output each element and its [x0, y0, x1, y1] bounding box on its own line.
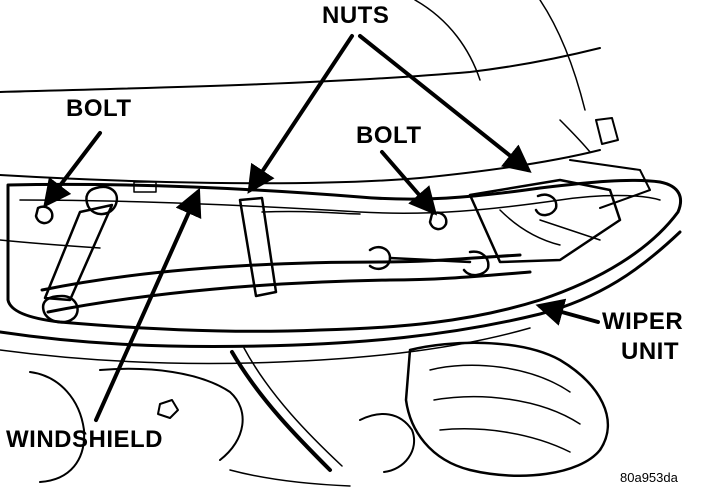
cowl-panel [0, 178, 683, 365]
windshield-glass [0, 0, 601, 249]
arrow-bolt-left [43, 131, 102, 208]
label-wiper-unit-line1: WIPER [602, 308, 684, 335]
engine-components [29, 341, 610, 487]
arrow-nuts-right [358, 34, 532, 173]
arrow-windshield [94, 187, 202, 422]
arrow-bolt-mid [380, 150, 438, 216]
arrow-nuts-left [247, 34, 354, 194]
bolt-mid-marker [428, 211, 448, 231]
label-bolt-left: BOLT [66, 95, 132, 122]
label-nuts: NUTS [322, 2, 390, 29]
bolt-left-marker [34, 205, 54, 225]
label-wiper-unit-line2: UNIT [621, 338, 679, 365]
wiper-linkage [40, 117, 651, 324]
label-windshield: WINDSHIELD [6, 426, 163, 453]
arrow-wiper-unit [535, 298, 600, 326]
label-bolt-mid: BOLT [356, 122, 422, 149]
figure-code: 80a953da [620, 470, 678, 485]
